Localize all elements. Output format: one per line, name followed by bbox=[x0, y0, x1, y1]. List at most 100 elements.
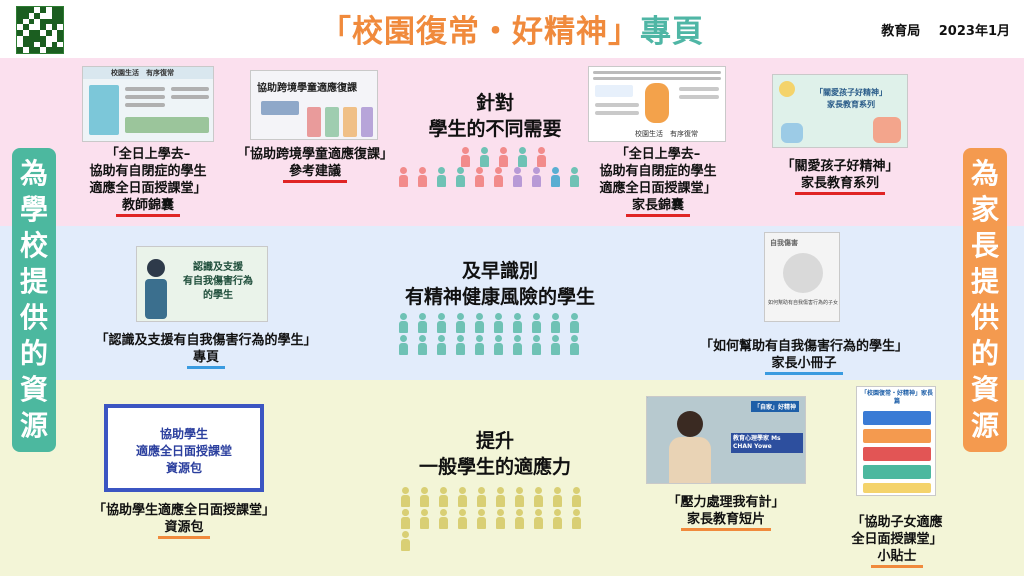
school-label-char: 校 bbox=[19, 229, 48, 262]
self-harm-page-caption[interactable]: 「認識及支援有自我傷害行為的學生」 專頁 bbox=[86, 332, 326, 369]
header-meta: 教育局 2023年1月 bbox=[867, 20, 1010, 39]
self-harm-page-thumb-line3: 的學生 bbox=[203, 290, 233, 301]
cross-boundary-tag[interactable]: 參考建議 bbox=[282, 163, 347, 183]
tier-bottom-line1: 提升 bbox=[475, 430, 514, 452]
tier-top-heading: 針對 學生的不同需要 bbox=[380, 90, 610, 142]
person-icon bbox=[399, 509, 412, 529]
person-icon bbox=[454, 335, 467, 355]
parent-resources-label: 為 家 長 提 供 的 資 源 bbox=[963, 148, 1007, 452]
person-icon bbox=[513, 509, 526, 529]
teacher-kit-line1: 「全日上學去– bbox=[105, 147, 191, 162]
person-icon bbox=[475, 509, 488, 529]
student-pack-thumb-line3: 資源包 bbox=[165, 461, 202, 475]
person-icon bbox=[397, 313, 410, 333]
person-icon bbox=[511, 313, 524, 333]
child-tips-line2: 全日面授課堂」 bbox=[851, 532, 943, 547]
person-icon bbox=[397, 335, 410, 355]
person-icon bbox=[530, 335, 543, 355]
people-group-top-row1 bbox=[456, 146, 556, 168]
teacher-kit-thumbnail[interactable]: 校園生活 有序復常 bbox=[82, 66, 214, 142]
self-harm-booklet-thumb-title: 自我傷害 bbox=[770, 239, 798, 247]
page-title-part2: 專頁 bbox=[640, 14, 704, 50]
child-tips-line1: 「協助子女適應 bbox=[851, 515, 943, 530]
parent-kit-thumbnail[interactable]: 校園生活 有序復常 bbox=[588, 66, 726, 142]
tier-bottom-heading: 提升 一般學生的適應力 bbox=[380, 428, 610, 480]
cross-boundary-caption[interactable]: 「協助跨境學童適應復課」 參考建議 bbox=[230, 146, 400, 183]
person-icon bbox=[454, 313, 467, 333]
self-harm-page-thumb-line2: 有自我傷害行為 bbox=[183, 276, 253, 287]
person-icon bbox=[549, 335, 562, 355]
child-tips-caption[interactable]: 「協助子女適應 全日面授課堂」 小貼士 bbox=[836, 514, 958, 568]
person-icon bbox=[513, 487, 526, 507]
person-icon bbox=[416, 167, 429, 187]
person-icon bbox=[416, 335, 429, 355]
person-icon bbox=[435, 335, 448, 355]
teacher-kit-caption[interactable]: 「全日上學去– 協助有自閉症的學生 適應全日面授課堂」 教師錦囊 bbox=[72, 146, 224, 217]
person-icon bbox=[530, 167, 543, 187]
person-icon bbox=[456, 487, 469, 507]
person-icon bbox=[459, 147, 472, 167]
people-group-middle-row1 bbox=[394, 312, 594, 334]
student-pack-line1: 「協助學生適應全日面授課堂」 bbox=[92, 503, 275, 518]
stress-video-thumbnail[interactable]: 「自家」好精神 教育心理學家 Ms CHAN Yowe bbox=[646, 396, 806, 484]
self-harm-booklet-line1: 「如何幫助有自我傷害行為的學生」 bbox=[699, 339, 908, 354]
parent-series-tag[interactable]: 家長教育系列 bbox=[794, 175, 885, 195]
school-label-char: 源 bbox=[19, 409, 48, 442]
stress-video-caption[interactable]: 「壓力處理我有計」 家長教育短片 bbox=[636, 494, 816, 531]
person-icon bbox=[492, 313, 505, 333]
person-icon bbox=[416, 313, 429, 333]
parent-series-thumb-line1: 「關愛孩子好精神」 bbox=[815, 88, 887, 97]
self-harm-page-thumb-line1: 認識及支援 bbox=[193, 262, 243, 273]
tier-middle-line1: 及早識別 bbox=[461, 260, 538, 282]
child-tips-tag[interactable]: 小貼士 bbox=[871, 548, 923, 568]
self-harm-page-tag[interactable]: 專頁 bbox=[186, 349, 225, 369]
people-group-top-row2 bbox=[394, 166, 594, 188]
tier-bottom-line2: 一般學生的適應力 bbox=[418, 456, 571, 478]
student-pack-thumb-line1: 協助學生 bbox=[159, 427, 208, 441]
school-label-char: 資 bbox=[19, 373, 48, 406]
student-pack-tag[interactable]: 資源包 bbox=[158, 519, 210, 539]
person-icon bbox=[570, 509, 583, 529]
tier-top-line1: 針對 bbox=[475, 92, 514, 114]
tier-middle-heading: 及早識別 有精神健康風險的學生 bbox=[360, 258, 640, 310]
cross-boundary-thumbnail[interactable]: 協助跨境學童適應復課 bbox=[250, 70, 378, 140]
parent-series-line1: 「關愛孩子好精神」 bbox=[781, 159, 899, 174]
parent-kit-line1: 「全日上學去– bbox=[615, 147, 701, 162]
self-harm-page-thumbnail[interactable]: 認識及支援 有自我傷害行為 的學生 bbox=[136, 246, 268, 322]
student-pack-thumb-line2: 適應全日面授課堂 bbox=[135, 444, 232, 458]
people-group-bottom-row2 bbox=[396, 508, 596, 552]
parent-label-char: 資 bbox=[970, 373, 999, 406]
child-tips-thumbnail[interactable]: 「校園復常・好精神」家長篇 bbox=[856, 386, 936, 496]
parent-label-char: 提 bbox=[970, 265, 999, 298]
self-harm-booklet-tag[interactable]: 家長小冊子 bbox=[765, 355, 843, 375]
school-label-char: 的 bbox=[19, 337, 48, 370]
person-icon bbox=[494, 487, 507, 507]
person-icon bbox=[511, 167, 524, 187]
self-harm-booklet-thumbnail[interactable]: 自我傷害 如何幫助有自我傷害行為的子女 bbox=[764, 232, 840, 322]
school-label-char: 為 bbox=[19, 157, 48, 190]
parent-kit-line3: 適應全日面授課堂」 bbox=[599, 181, 717, 196]
parent-series-caption[interactable]: 「關愛孩子好精神」 家長教育系列 bbox=[760, 158, 920, 195]
student-pack-caption[interactable]: 「協助學生適應全日面授課堂」 資源包 bbox=[74, 502, 294, 539]
parent-kit-tag[interactable]: 家長錦囊 bbox=[625, 197, 690, 217]
person-icon bbox=[535, 147, 548, 167]
cross-boundary-line1: 「協助跨境學童適應復課」 bbox=[236, 147, 393, 162]
person-icon bbox=[475, 487, 488, 507]
parent-label-char: 源 bbox=[970, 409, 999, 442]
self-harm-booklet-caption[interactable]: 「如何幫助有自我傷害行為的學生」 家長小冊子 bbox=[684, 338, 924, 375]
stress-video-tag[interactable]: 家長教育短片 bbox=[680, 511, 771, 531]
person-icon bbox=[568, 167, 581, 187]
person-icon bbox=[456, 509, 469, 529]
parent-label-char: 家 bbox=[970, 193, 999, 226]
person-icon bbox=[532, 487, 545, 507]
qr-code-icon[interactable] bbox=[16, 6, 64, 54]
teacher-kit-tag[interactable]: 教師錦囊 bbox=[115, 197, 180, 217]
school-label-char: 供 bbox=[19, 301, 48, 334]
person-icon bbox=[570, 487, 583, 507]
student-pack-thumbnail[interactable]: 協助學生 適應全日面授課堂 資源包 bbox=[104, 404, 264, 492]
person-icon bbox=[530, 313, 543, 333]
parent-kit-caption[interactable]: 「全日上學去– 協助有自閉症的學生 適應全日面授課堂」 家長錦囊 bbox=[582, 146, 734, 217]
parent-series-thumbnail[interactable]: 「關愛孩子好精神」 家長教育系列 bbox=[772, 74, 908, 148]
self-harm-page-line1: 「認識及支援有自我傷害行為的學生」 bbox=[95, 333, 317, 348]
self-harm-booklet-thumb-sub: 如何幫助有自我傷害行為的子女 bbox=[768, 300, 839, 306]
